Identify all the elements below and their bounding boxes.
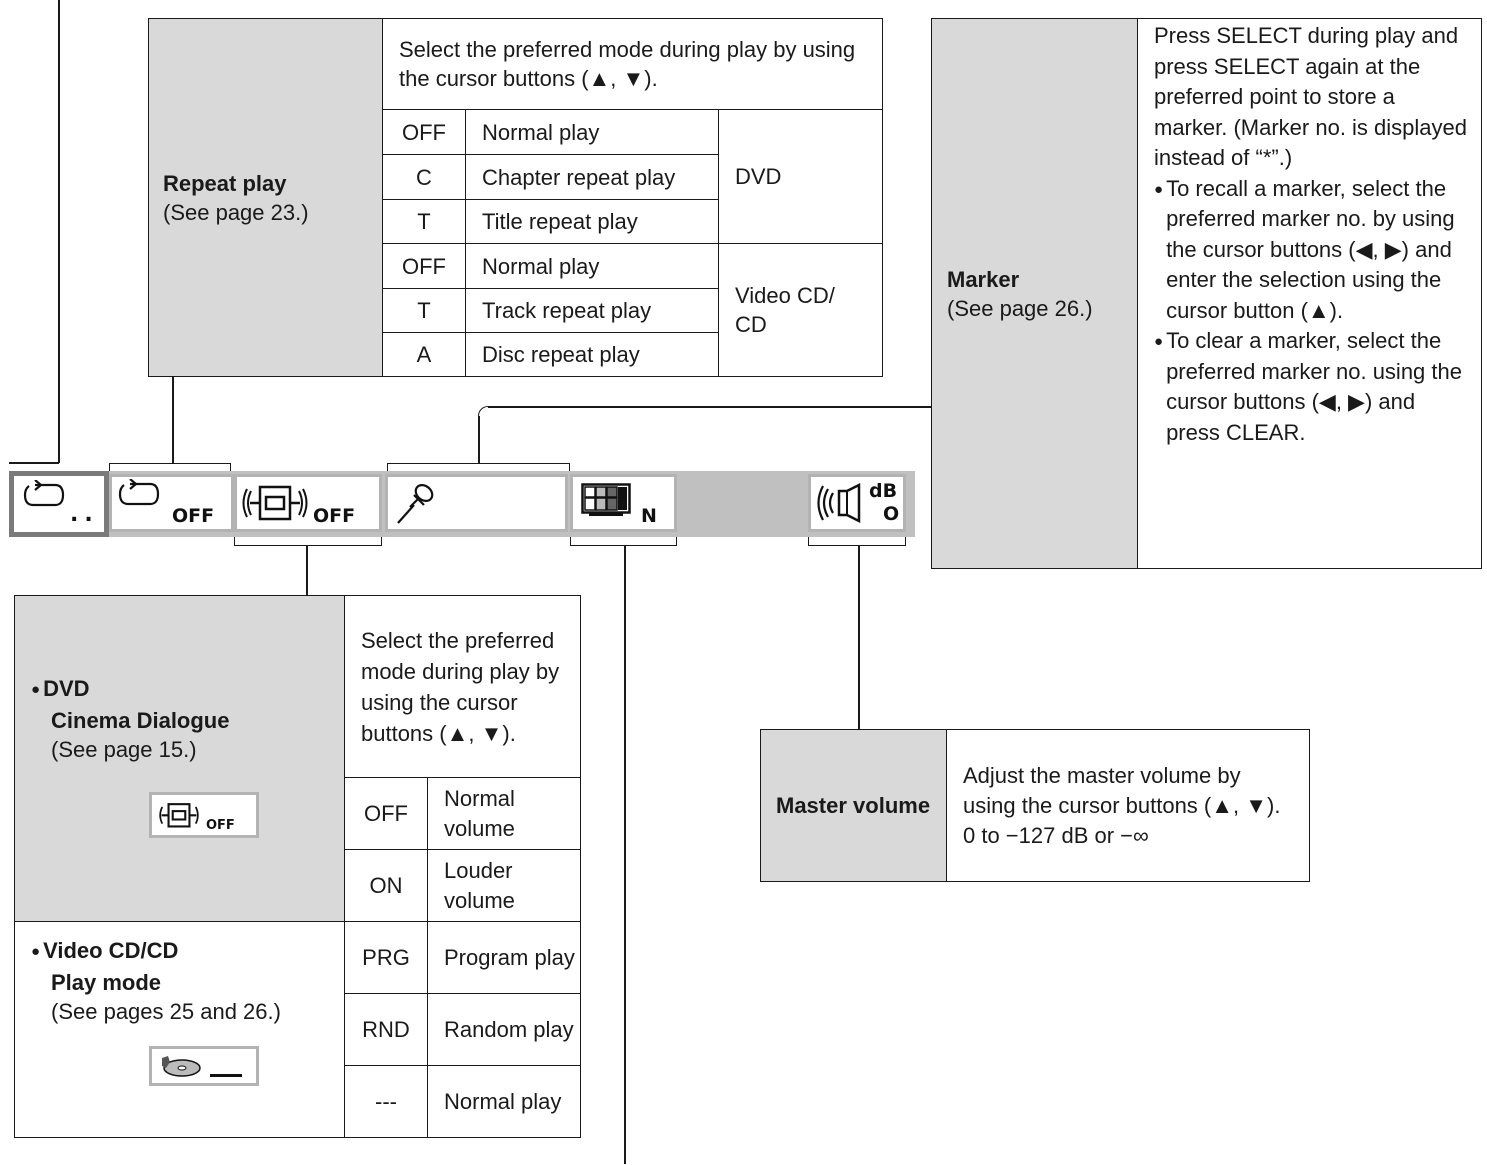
dialogue-code: OFF (344, 777, 428, 850)
connector-repeat (172, 376, 174, 464)
repeat-group-dvd: DVD (718, 109, 883, 244)
playmode-code: PRG (344, 921, 428, 994)
osd-tab (570, 537, 677, 546)
osd-tab (808, 537, 906, 546)
repeat-play-ref: (See page 23.) (163, 199, 309, 225)
playmode-code: --- (344, 1065, 428, 1138)
connector-dialogue (306, 546, 308, 596)
disc-play-icon (162, 1056, 201, 1077)
osd-repeat[interactable]: OFF (109, 474, 234, 532)
osd-picture-mode[interactable]: N (570, 474, 677, 532)
dialogue-dvd-label-row: DVD (31, 674, 344, 706)
dialogue-desc: Select the preferred mode during play by… (344, 595, 581, 778)
cinema-dialogue-icon (159, 803, 199, 828)
marker-bullet-recall: To recall a marker, select the preferred… (1154, 174, 1467, 327)
picture-mode-icon (581, 483, 631, 516)
repeat-code: T (382, 288, 466, 333)
repeat-play-heading: Repeat play (See page 23.) (148, 18, 383, 377)
connector-left-h (9, 462, 59, 464)
repeat-code: T (382, 199, 466, 244)
connector-volume (858, 546, 860, 729)
osd-tab (109, 463, 231, 472)
repeat-label: Disc repeat play (465, 332, 719, 377)
repeat-group-vcd: Video CD/ CD (718, 243, 883, 377)
marker-table: Marker (See page 26.) Press SELECT durin… (931, 18, 1482, 569)
master-volume-body: Adjust the master volume by using the cu… (946, 729, 1310, 882)
osd-dialogue-value: OFF (313, 505, 356, 527)
dialogue-ref: (See page 15.) (51, 737, 197, 762)
playmode-heading: Video CD/CD Play mode (See pages 25 and … (14, 921, 345, 1138)
playmode-ref: (See pages 25 and 26.) (51, 999, 281, 1024)
bullet-icon (1154, 174, 1166, 327)
repeat-label: Normal play (465, 243, 719, 289)
repeat-label: Chapter repeat play (465, 154, 719, 200)
marker-title: Marker (947, 266, 1020, 292)
repeat-label: Title repeat play (465, 199, 719, 244)
connector-picture (624, 546, 626, 1164)
playmode-label: Random play (427, 993, 581, 1066)
master-volume-title: Master volume (760, 729, 947, 882)
connector-marker-corner (478, 406, 488, 416)
dialogue-label: Normal volume (427, 777, 581, 850)
marker-bullet-clear: To clear a marker, select the preferred … (1154, 326, 1467, 448)
playmode-label: Program play (427, 921, 581, 994)
marker-body: Press SELECT during play and press SELEC… (1137, 18, 1482, 569)
master-volume-table: Master volume Adjust the master volume b… (760, 729, 1310, 882)
osd-tab (234, 537, 382, 546)
cinema-dialogue-icon (242, 485, 308, 521)
marker-ref: (See page 26.) (947, 295, 1093, 321)
marker-intro: Press SELECT during play and press SELEC… (1154, 23, 1467, 170)
master-volume-desc: Adjust the master volume by using the cu… (963, 762, 1281, 818)
playmode-title: Play mode (51, 970, 162, 995)
osd-picture-value: N (641, 505, 657, 527)
connector-marker-v (478, 416, 480, 464)
osd-marker[interactable] (385, 474, 568, 532)
repeat-play-desc: Select the preferred mode during play by… (382, 18, 883, 110)
osd-volume-unit: dB (869, 480, 898, 502)
osd-repeat-value: OFF (172, 505, 215, 527)
playmode-mini-dash (210, 1074, 242, 1077)
dialogue-playmode-table: DVD Cinema Dialogue (See page 15.) OFF S… (14, 595, 581, 1138)
dialogue-label: Louder volume (427, 849, 581, 922)
bullet-icon (31, 938, 43, 963)
dialogue-code: ON (344, 849, 428, 922)
marker-recall-text: To recall a marker, select the preferred… (1166, 175, 1455, 323)
repeat-code: A (382, 332, 466, 377)
master-volume-range: 0 to −127 dB or −∞ (963, 822, 1149, 848)
dialogue-mini-value: OFF (206, 818, 235, 833)
speaker-icon (817, 483, 861, 523)
marker-heading: Marker (See page 26.) (931, 18, 1138, 569)
dialogue-dvd-label: DVD (43, 676, 90, 701)
osd-volume-value: O (883, 503, 900, 525)
repeat-play-table: Repeat play (See page 23.) Select the pr… (148, 18, 883, 377)
repeat-label: Normal play (465, 109, 719, 155)
osd-volume[interactable]: dB O (808, 474, 906, 532)
osd-repeat-current[interactable]: .. (9, 471, 109, 537)
repeat-code: OFF (382, 243, 466, 289)
bullet-icon (1154, 326, 1166, 448)
repeat-play-title: Repeat play (163, 170, 287, 196)
osd-dialogue[interactable]: OFF (234, 474, 382, 532)
repeat-code: OFF (382, 109, 466, 155)
repeat-icon (118, 479, 160, 506)
connector-marker-h (488, 406, 931, 408)
playmode-mini-osd (149, 1046, 259, 1086)
dialogue-heading: DVD Cinema Dialogue (See page 15.) OFF (14, 595, 345, 922)
playmode-label: Normal play (427, 1065, 581, 1138)
bullet-icon (31, 676, 43, 701)
marker-pin-icon (397, 484, 434, 524)
playmode-code: RND (344, 993, 428, 1066)
marker-clear-text: To clear a marker, select the preferred … (1166, 328, 1462, 445)
dialogue-title: Cinema Dialogue (51, 708, 230, 733)
connector-left (58, 0, 60, 463)
repeat-code: C (382, 154, 466, 200)
playmode-vcd-label-row: Video CD/CD (31, 936, 344, 968)
repeat-icon (23, 480, 65, 507)
osd-repeat-current-value: .. (70, 502, 99, 527)
dialogue-mini-osd: OFF (149, 792, 259, 838)
playmode-vcd-label: Video CD/CD (43, 938, 179, 963)
repeat-label: Track repeat play (465, 288, 719, 333)
osd-tab (387, 463, 570, 472)
